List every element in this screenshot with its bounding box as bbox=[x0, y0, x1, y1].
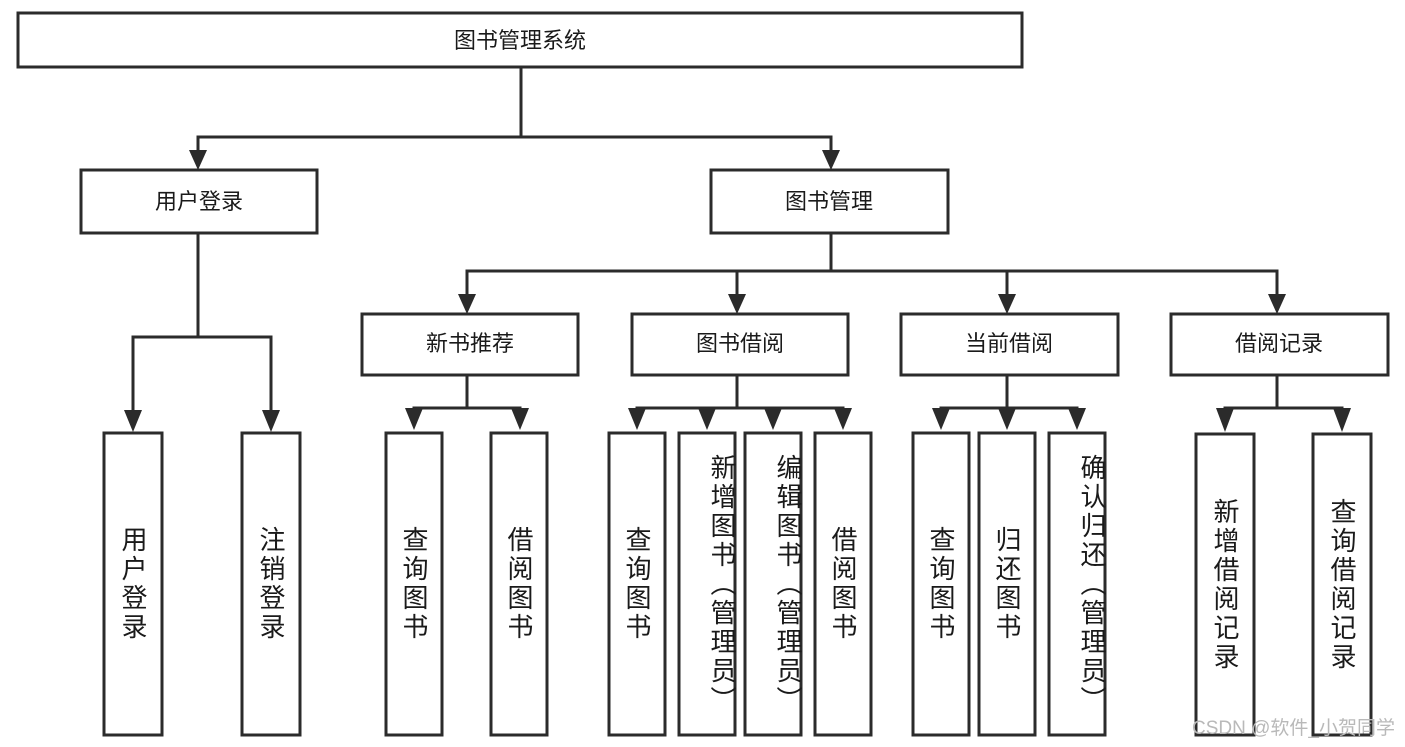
arrow-leaf-rec-add-record bbox=[1216, 408, 1234, 432]
node-book-borrow-label: 图书借阅 bbox=[696, 331, 784, 356]
node-root-label: 图书管理系统 bbox=[454, 28, 586, 53]
leaf-rec-query-book-box[interactable] bbox=[384, 431, 444, 737]
arrow-leaf-cur-return-book bbox=[998, 408, 1016, 430]
leaf-cur-return-book-box[interactable] bbox=[977, 431, 1037, 737]
node-borrow-record-box[interactable] bbox=[1169, 312, 1390, 377]
node-user-login-label: 用户登录 bbox=[155, 189, 243, 214]
node-borrow-record-label: 借阅记录 bbox=[1235, 331, 1323, 356]
arrow-to-user-login bbox=[189, 150, 207, 170]
arrow-leaf-rec-query-record bbox=[1333, 408, 1351, 432]
leaf-rec-add-record-box[interactable] bbox=[1194, 432, 1256, 737]
leaf-user-logout-box[interactable] bbox=[240, 431, 302, 737]
node-book-manage-label: 图书管理 bbox=[785, 189, 873, 214]
node-book-manage-box[interactable] bbox=[709, 168, 950, 235]
arrow-to-new-book-rec bbox=[458, 294, 476, 314]
leaf-rec-borrow-book-box[interactable] bbox=[489, 431, 549, 737]
arrow-leaf-rec-query-book bbox=[405, 408, 423, 430]
arrow-leaf-cur-query-book bbox=[932, 408, 950, 430]
arrow-leaf-bor-edit-book bbox=[764, 408, 782, 430]
node-book-borrow-box[interactable] bbox=[630, 312, 850, 377]
leaf-cur-query-book-box[interactable] bbox=[911, 431, 971, 737]
node-user-login-box[interactable] bbox=[79, 168, 319, 235]
node-new-book-rec-label: 新书推荐 bbox=[426, 331, 514, 356]
arrow-to-borrow-record bbox=[1268, 294, 1286, 314]
arrow-leaf-bor-add-book bbox=[698, 408, 716, 430]
arrow-leaf-cur-confirm-return bbox=[1068, 408, 1086, 430]
arrow-leaf-bor-query-book bbox=[628, 408, 646, 430]
leaf-bor-borrow-book-box[interactable] bbox=[813, 431, 873, 737]
arrow-leaf-bor-borrow-book bbox=[834, 408, 852, 430]
arrow-leaf-rec-borrow-book bbox=[511, 408, 529, 430]
csdn-watermark: CSDN @软件_小贺同学 bbox=[1192, 718, 1395, 739]
leaf-user-login-box[interactable] bbox=[102, 431, 164, 737]
node-new-book-rec-box[interactable] bbox=[360, 312, 580, 377]
leaf-rec-query-record-box[interactable] bbox=[1311, 432, 1373, 737]
node-root-box[interactable] bbox=[16, 11, 1024, 69]
leaf-bor-edit-book-box[interactable] bbox=[743, 431, 803, 737]
arrow-leaf-user-logout bbox=[262, 410, 280, 432]
arrow-to-book-manage bbox=[822, 150, 840, 170]
arrow-to-book-borrow bbox=[728, 294, 746, 314]
leaf-bor-add-book-box[interactable] bbox=[677, 431, 737, 737]
node-current-borrow-label: 当前借阅 bbox=[965, 331, 1053, 356]
leaf-cur-confirm-return-box[interactable] bbox=[1047, 431, 1107, 737]
arrow-to-current-borrow bbox=[998, 294, 1016, 314]
leaf-bor-query-book-box[interactable] bbox=[607, 431, 667, 737]
arrow-leaf-user-login bbox=[124, 410, 142, 432]
node-current-borrow-box[interactable] bbox=[899, 312, 1120, 377]
